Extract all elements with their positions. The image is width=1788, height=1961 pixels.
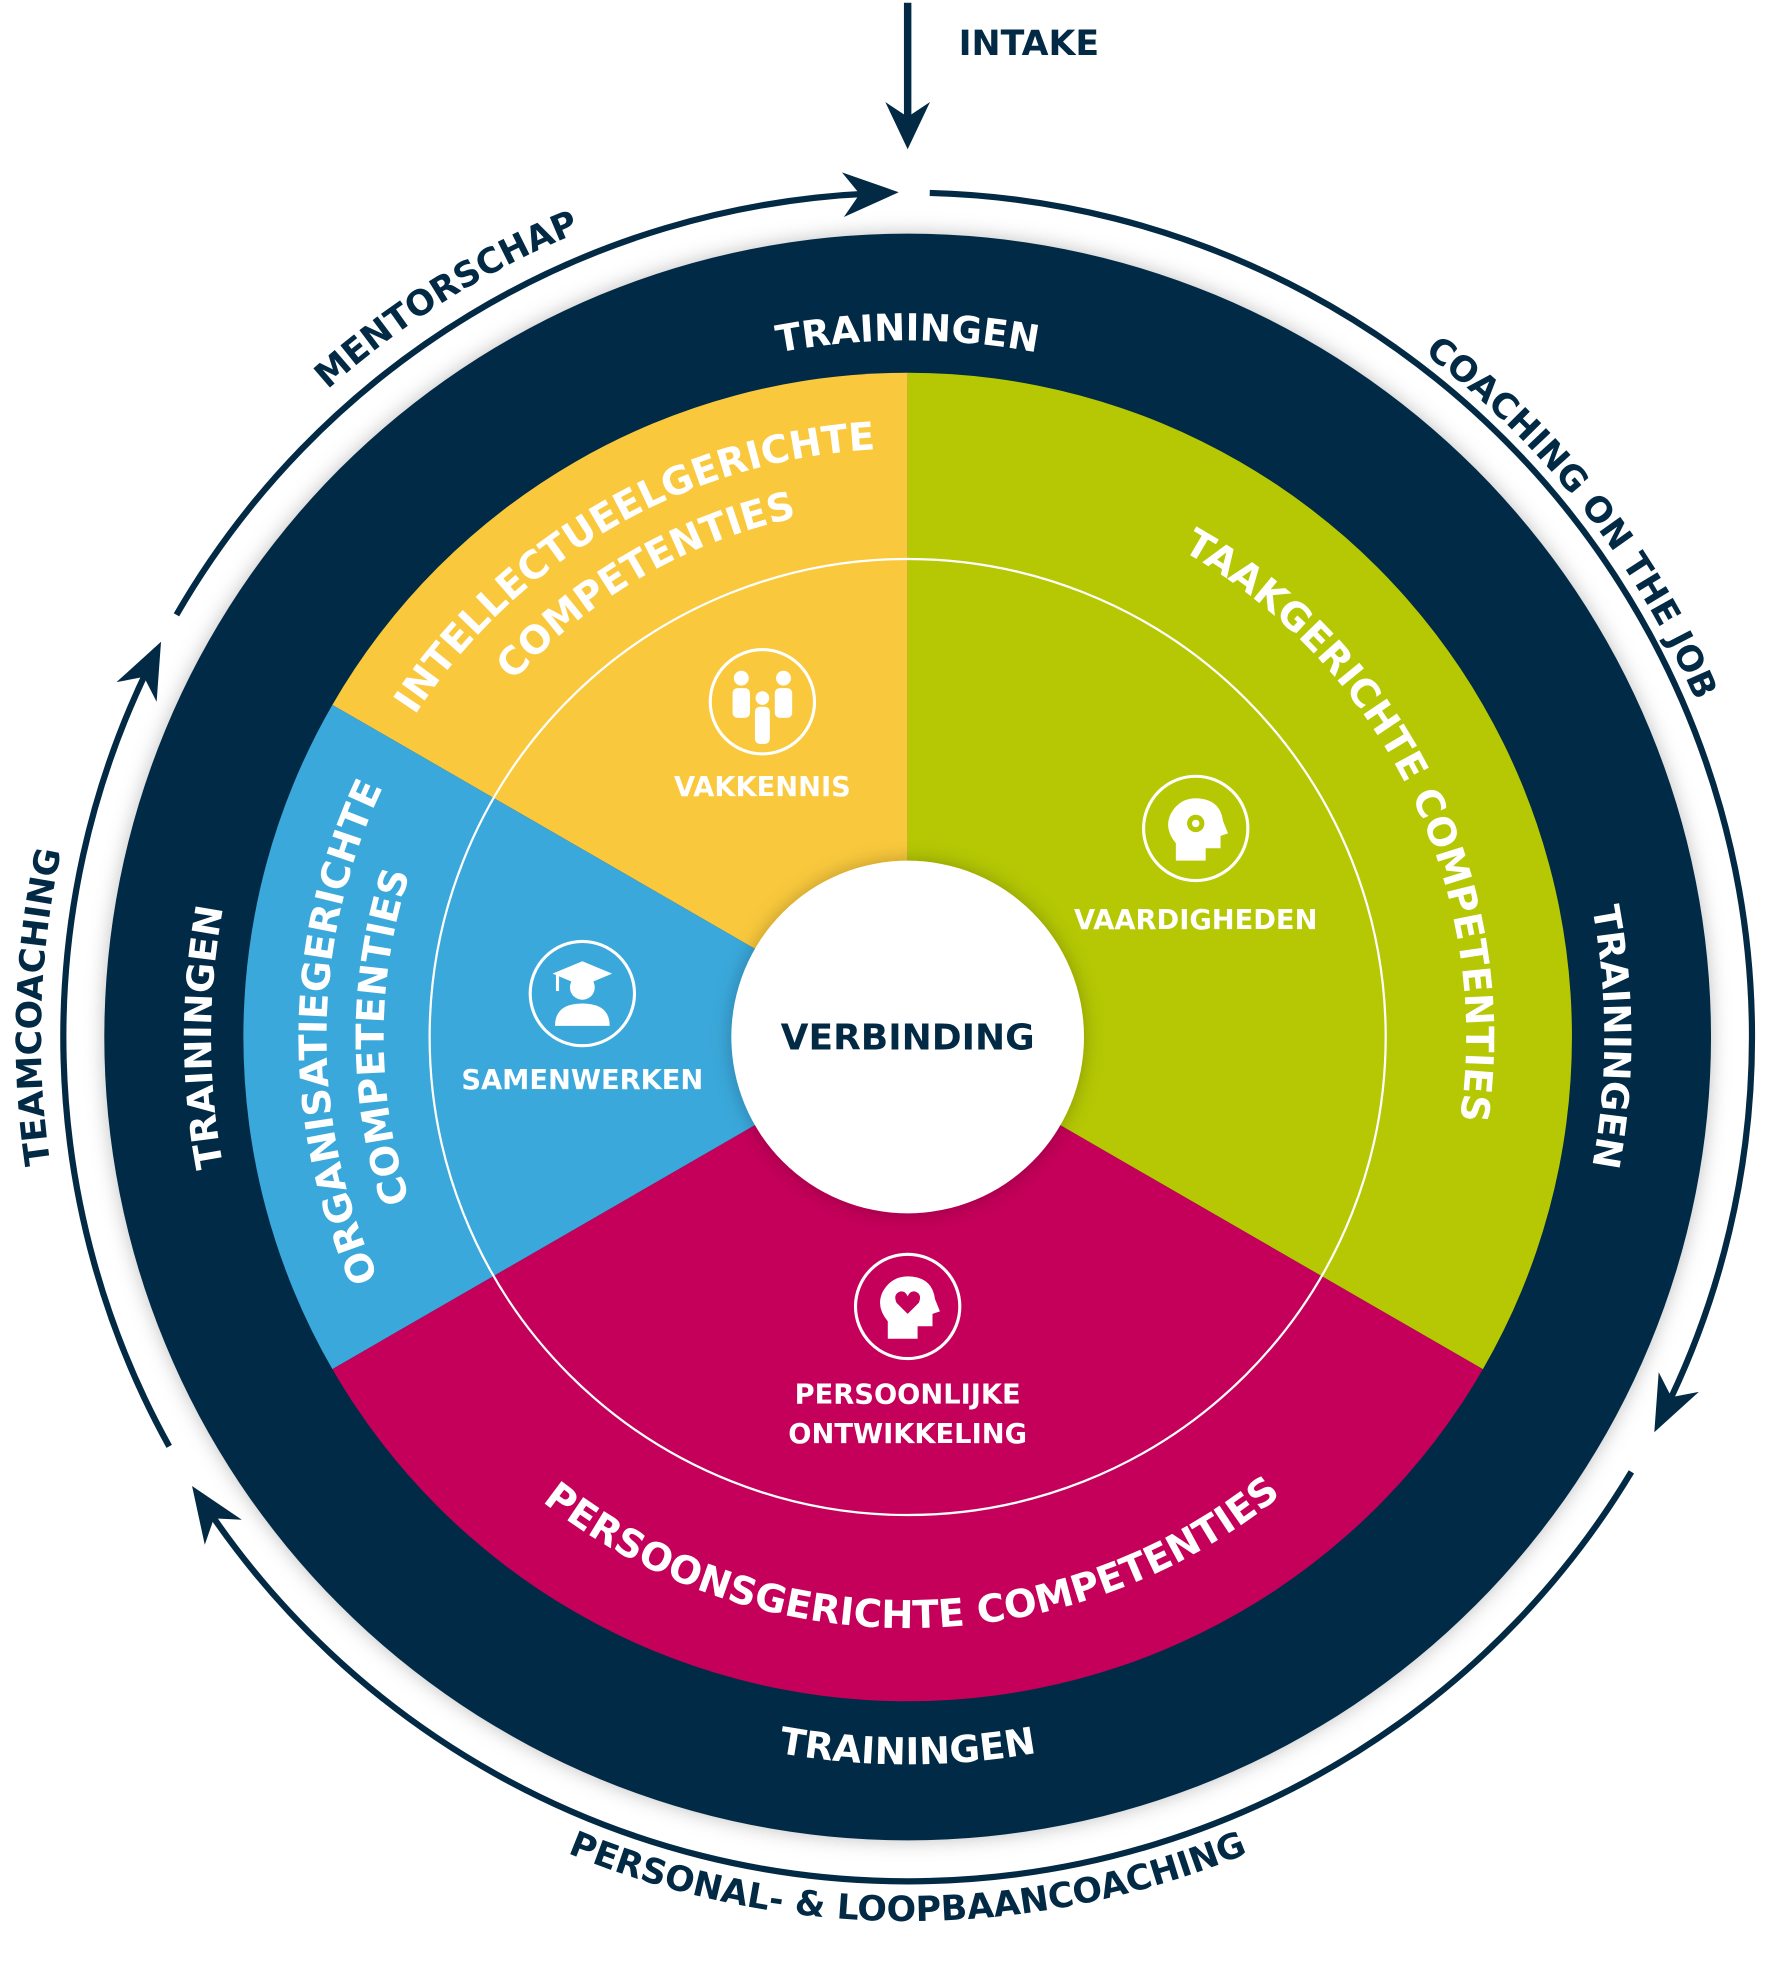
verbinding-center-circle xyxy=(731,860,1084,1214)
intellectueelgerichte-segment xyxy=(332,372,908,1037)
head-heart-icon xyxy=(853,1252,962,1361)
people-group-icon xyxy=(708,648,817,756)
teamcoaching-arrow xyxy=(60,641,172,1448)
verbinding-label: VERBINDING xyxy=(781,1017,1035,1058)
coaching-arrow xyxy=(929,189,1756,1433)
personal-coaching-arrow xyxy=(192,1470,1635,1885)
inner-divider-circle xyxy=(428,557,1387,1517)
ontwikkeling-label: ONTWIKKELING xyxy=(788,1419,1027,1450)
organisatiegerichte-segment xyxy=(243,704,908,1370)
outer-arrows xyxy=(60,172,1756,1885)
head-gear-icon xyxy=(1142,774,1250,883)
intake-label: INTAKE xyxy=(959,24,1100,64)
intake-arrow xyxy=(885,2,931,150)
samenwerken-label: SAMENWERKEN xyxy=(461,1065,703,1096)
graduate-icon xyxy=(528,939,637,1048)
mentorschap-arrow xyxy=(173,172,899,617)
persoonlijke-label: PERSOONLIJKE xyxy=(795,1379,1021,1410)
taakgerichte-segment xyxy=(907,372,1572,1370)
vakkennis-label: VAKKENNIS xyxy=(674,772,851,803)
vaardigheden-label: VAARDIGHEDEN xyxy=(1074,905,1317,936)
